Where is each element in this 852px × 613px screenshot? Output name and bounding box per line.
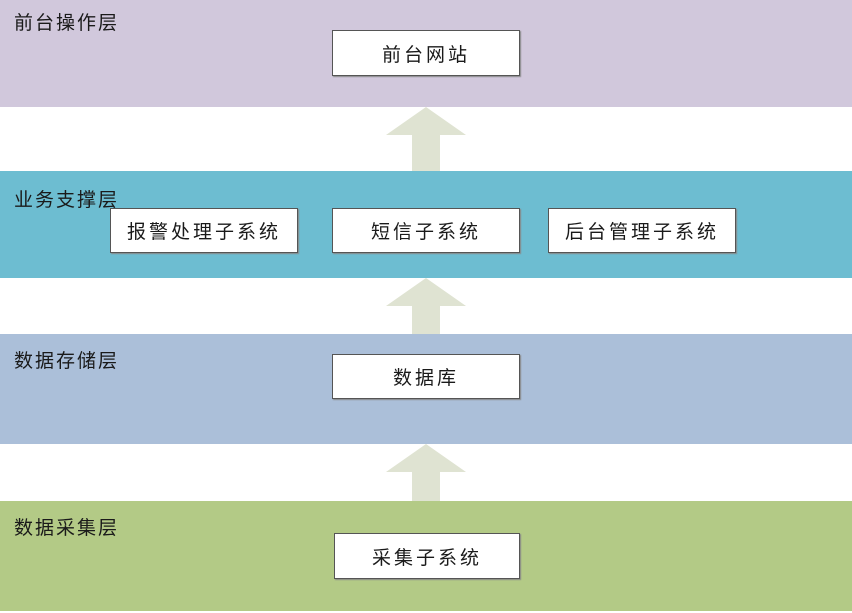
box-sms-subsystem: 短信子系统 [332,208,520,253]
box-alarm-subsystem: 报警处理子系统 [110,208,298,253]
arrow-up-icon [386,278,466,334]
layer-title: 数据采集层 [14,517,120,539]
box-database: 数据库 [332,354,520,399]
layer-title: 前台操作层 [14,12,120,34]
arrow-up-icon [386,444,466,501]
layer-business-support: 业务支撑层 报警处理子系统 短信子系统 后台管理子系统 [0,171,852,278]
layer-title: 数据存储层 [14,350,120,372]
box-front-website: 前台网站 [332,30,520,76]
layer-frontend: 前台操作层 前台网站 [0,0,852,107]
layer-data-collection: 数据采集层 采集子系统 [0,501,852,611]
layer-data-storage: 数据存储层 数据库 [0,334,852,444]
box-admin-subsystem: 后台管理子系统 [548,208,736,253]
box-collection-subsystem: 采集子系统 [334,533,520,579]
layer-title: 业务支撑层 [14,189,120,211]
arrow-up-icon [386,107,466,171]
